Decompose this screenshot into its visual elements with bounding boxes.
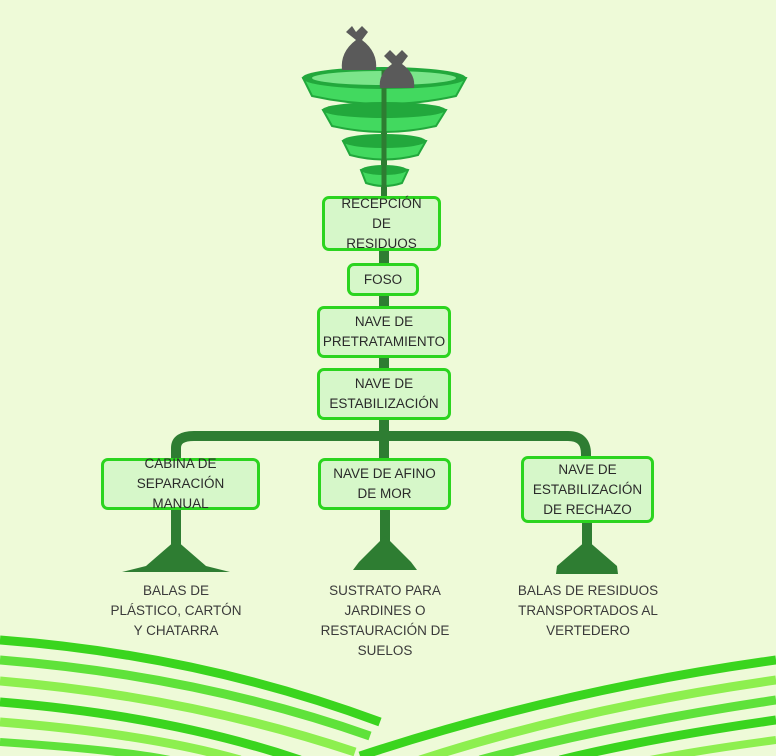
reject-stabilization-box: NAVE DE ESTABILIZACIÓN DE RECHAZO [521,456,654,523]
reception-box: RECEPCIÓN DE RESIDUOS [322,196,441,251]
output-recyclables: BALAS DE PLÁSTICO, CARTÓN Y CHATARRA [96,581,256,641]
pit-box: FOSO [347,263,419,296]
refining-box: NAVE DE AFINO DE MOR [318,458,451,510]
stabilization-box: NAVE DE ESTABILIZACIÓN [317,368,451,420]
pretreatment-box: NAVE DE PRETRATAMIENTO [317,306,451,358]
manual-separation-box: CABINA DE SEPARACIÓN MANUAL [101,458,260,510]
output-landfill: BALAS DE RESIDUOS TRANSPORTADOS AL VERTE… [503,581,673,641]
output-bases [122,536,618,574]
output-substrate: SUSTRATO PARA JARDINES O RESTAURACIÓN DE… [305,581,465,661]
